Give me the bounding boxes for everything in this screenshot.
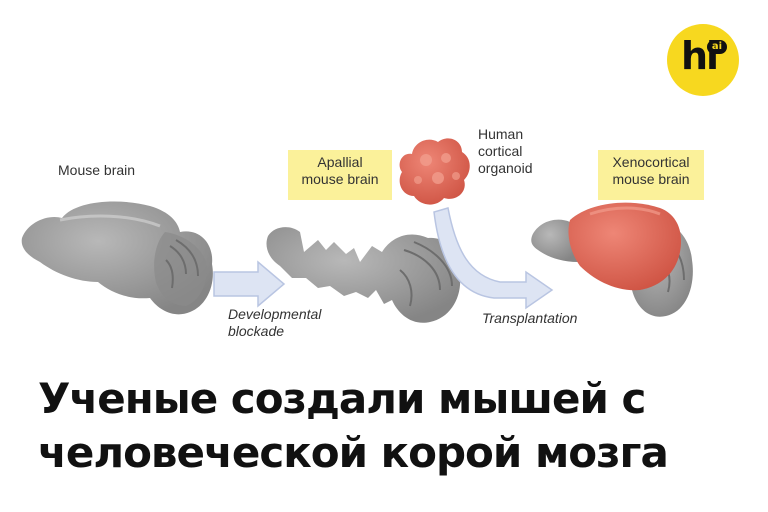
label-xenocortical-line1: Xenocortical <box>612 154 690 170</box>
label-apallial-line2: mouse brain <box>301 171 379 187</box>
label-mouse-brain: Mouse brain <box>58 162 136 178</box>
label-apallial-line1: Apallial <box>317 154 363 170</box>
headline-line2: человеческой корой мозга <box>38 428 669 477</box>
label-organoid-line1: Human <box>478 126 524 142</box>
label-developmental-blockade: Developmental blockade <box>228 306 321 340</box>
label-xenocortical-line2: mouse brain <box>612 171 690 187</box>
headline-line1: Ученые создали мышей с <box>38 374 646 423</box>
organoid-illustration <box>399 138 470 205</box>
label-transplantation: Transplantation <box>482 310 578 326</box>
hi-ai-logo: hi ai <box>667 24 739 96</box>
label-human-cortical-organoid: Human cortical organoid <box>478 126 533 177</box>
apallial-brain-illustration <box>266 227 461 323</box>
label-apallial-mouse-brain: Apallial mouse brain <box>288 150 392 200</box>
headline: Ученые создали мышей с человеческой коро… <box>38 372 758 480</box>
logo-sub-text: ai <box>707 40 727 54</box>
xenocortical-brain-illustration <box>531 202 693 317</box>
label-organoid-line2: cortical <box>478 143 523 159</box>
mouse-brain-illustration <box>21 201 213 315</box>
label-xenocortical-mouse-brain: Xenocortical mouse brain <box>598 150 704 200</box>
label-organoid-line3: organoid <box>478 160 533 176</box>
label-developmental-line2: blockade <box>228 323 285 339</box>
transplantation-arrow <box>433 207 554 310</box>
developmental-arrow <box>213 260 286 308</box>
label-developmental-line1: Developmental <box>228 306 322 322</box>
